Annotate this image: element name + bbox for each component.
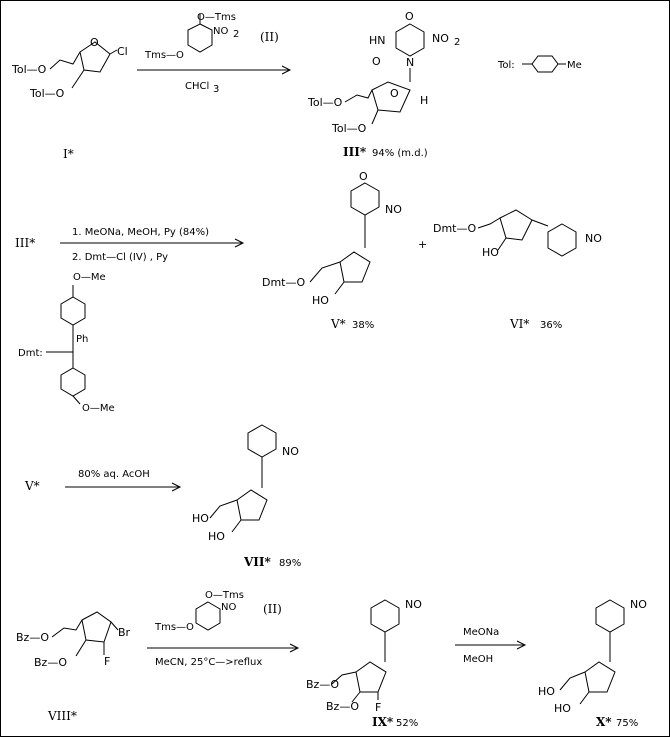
tol-definition: Tol: Me <box>497 55 582 73</box>
ix-bz-o-1: Bz—O <box>306 678 339 691</box>
label-VIII: VIII* <box>47 709 77 723</box>
product-V: O NO Dmt—O HO V* 38% <box>262 170 402 331</box>
svg-text:NO: NO <box>385 203 402 216</box>
svg-text:2: 2 <box>454 37 460 48</box>
label-III-sm: III* <box>15 236 35 250</box>
label-IX: IX* <box>372 715 394 729</box>
vii-ho-2: HO <box>208 530 225 543</box>
step2-conditions: III* 1. MeONa, MeOH, Py (84%) 2. Dmt—Cl … <box>15 227 427 263</box>
viii-bz-o-1: Bz—O <box>16 631 49 644</box>
svg-text:O: O <box>359 170 368 183</box>
yield-IX: 52% <box>396 718 418 729</box>
step1-reagent-pyrimidine: O—Tms Tms—O NO 2 (II) CHCl 3 <box>137 12 292 95</box>
step4-o-tms: O—Tms <box>205 590 244 601</box>
product-no2: NO <box>432 32 449 45</box>
sm-tol-o-top: Tol—O <box>11 63 47 76</box>
step4-tms-o: Tms—O <box>154 622 194 633</box>
ix-f: F <box>375 701 381 714</box>
step1-product: O HN O NO 2 N Tol—O O H Tol—O III* 94% (… <box>307 10 460 159</box>
ix-bz-o-2: Bz—O <box>326 700 359 713</box>
x-ho-1: HO <box>538 685 555 698</box>
product-o-top: O <box>405 10 414 23</box>
tol-me: Me <box>567 60 582 71</box>
x-ho-2: HO <box>554 702 571 715</box>
product-X: NO HO HO X* 75% <box>538 598 647 729</box>
reagent-id-II: (II) <box>260 30 279 44</box>
dmt-label: Dmt: <box>18 348 43 359</box>
yield-VI: 36% <box>540 320 562 331</box>
solvent-chcl3: CHCl <box>185 81 209 92</box>
step4-conditions: MeCN, 25°C—>reflux <box>155 657 262 668</box>
svg-text:NO: NO <box>630 598 647 611</box>
product-o-left: O <box>372 55 381 68</box>
vi-ho: HO <box>482 246 499 259</box>
svg-text:3: 3 <box>213 84 219 95</box>
viii-br: Br <box>118 626 131 639</box>
yield-VII: 89% <box>279 558 301 569</box>
label-III: III* <box>343 145 367 159</box>
product-tol-o-1: Tol—O <box>307 96 343 109</box>
viii-f: F <box>104 655 110 668</box>
step1-starting-sugar: Tol—O O Cl Tol—O I* <box>11 36 128 161</box>
viii-bz-o-2: Bz—O <box>34 656 67 669</box>
dmt-ome-bottom: O—Me <box>82 403 115 414</box>
reagent-no2: NO <box>213 26 228 37</box>
svg-text:NO: NO <box>405 598 422 611</box>
svg-text:NO: NO <box>221 602 236 613</box>
product-tol-o-2: Tol—O <box>331 122 367 135</box>
step2-reagent-2: 2. Dmt—Cl (IV) , Py <box>72 252 168 263</box>
product-ring-o: O <box>390 87 399 100</box>
tol-label: Tol: <box>497 60 515 71</box>
reagent-o-tms: O—Tms <box>197 12 236 23</box>
yield-X: 75% <box>616 718 638 729</box>
vii-ho-1: HO <box>192 512 209 525</box>
step3-reagent: 80% aq. AcOH <box>78 469 150 480</box>
step4-starting-sugar: Bz—O Br F Bz—O VIII* <box>16 611 131 723</box>
step5-reagent-top: MeONa <box>463 627 499 638</box>
step4-reagent-id: (II) <box>263 602 282 616</box>
label-VII: VII* <box>243 555 272 569</box>
step2-reagent-1: 1. MeONa, MeOH, Py (84%) <box>72 227 209 238</box>
step4-reagents: O—Tms NO Tms—O (II) MeCN, 25°C—>reflux <box>147 590 300 668</box>
yield-V: 38% <box>352 320 374 331</box>
step5: MeONa MeOH <box>455 627 527 665</box>
svg-text:2: 2 <box>233 29 239 40</box>
reagent-tms-o: Tms—O <box>144 50 184 61</box>
product-h: H <box>420 94 428 107</box>
label-V: V* <box>330 317 346 331</box>
product-VI: Dmt—O HO NO VI* 36% <box>433 209 602 331</box>
product-IX: NO Bz—O Bz—O F IX* 52% <box>306 598 422 729</box>
product-n: N <box>406 56 414 69</box>
dmt-ome-top: O—Me <box>73 272 106 283</box>
v-dmt-o: Dmt—O <box>262 276 305 289</box>
plus-sign: + <box>418 238 427 251</box>
yield-III: 94% (m.d.) <box>372 148 428 159</box>
dmt-ph: Ph <box>76 334 88 345</box>
vi-dmt-o: Dmt—O <box>433 222 476 235</box>
product-hn: HN <box>369 34 386 47</box>
sm-cl: Cl <box>117 45 128 58</box>
label-I: I* <box>63 147 74 161</box>
sm-ring-o: O <box>90 36 99 49</box>
label-VI: VI* <box>509 317 529 331</box>
label-V-sm: V* <box>24 479 40 493</box>
dmt-definition: O—Me Dmt: Ph O—Me <box>18 272 115 414</box>
svg-text:NO: NO <box>585 232 602 245</box>
step5-reagent-bottom: MeOH <box>463 654 493 665</box>
step3: V* 80% aq. AcOH NO HO HO VII* 89% <box>24 424 301 569</box>
v-ho: HO <box>312 294 329 307</box>
svg-text:NO: NO <box>282 445 299 458</box>
label-X: X* <box>596 715 612 729</box>
sm-tol-o-bottom: Tol—O <box>29 87 65 100</box>
